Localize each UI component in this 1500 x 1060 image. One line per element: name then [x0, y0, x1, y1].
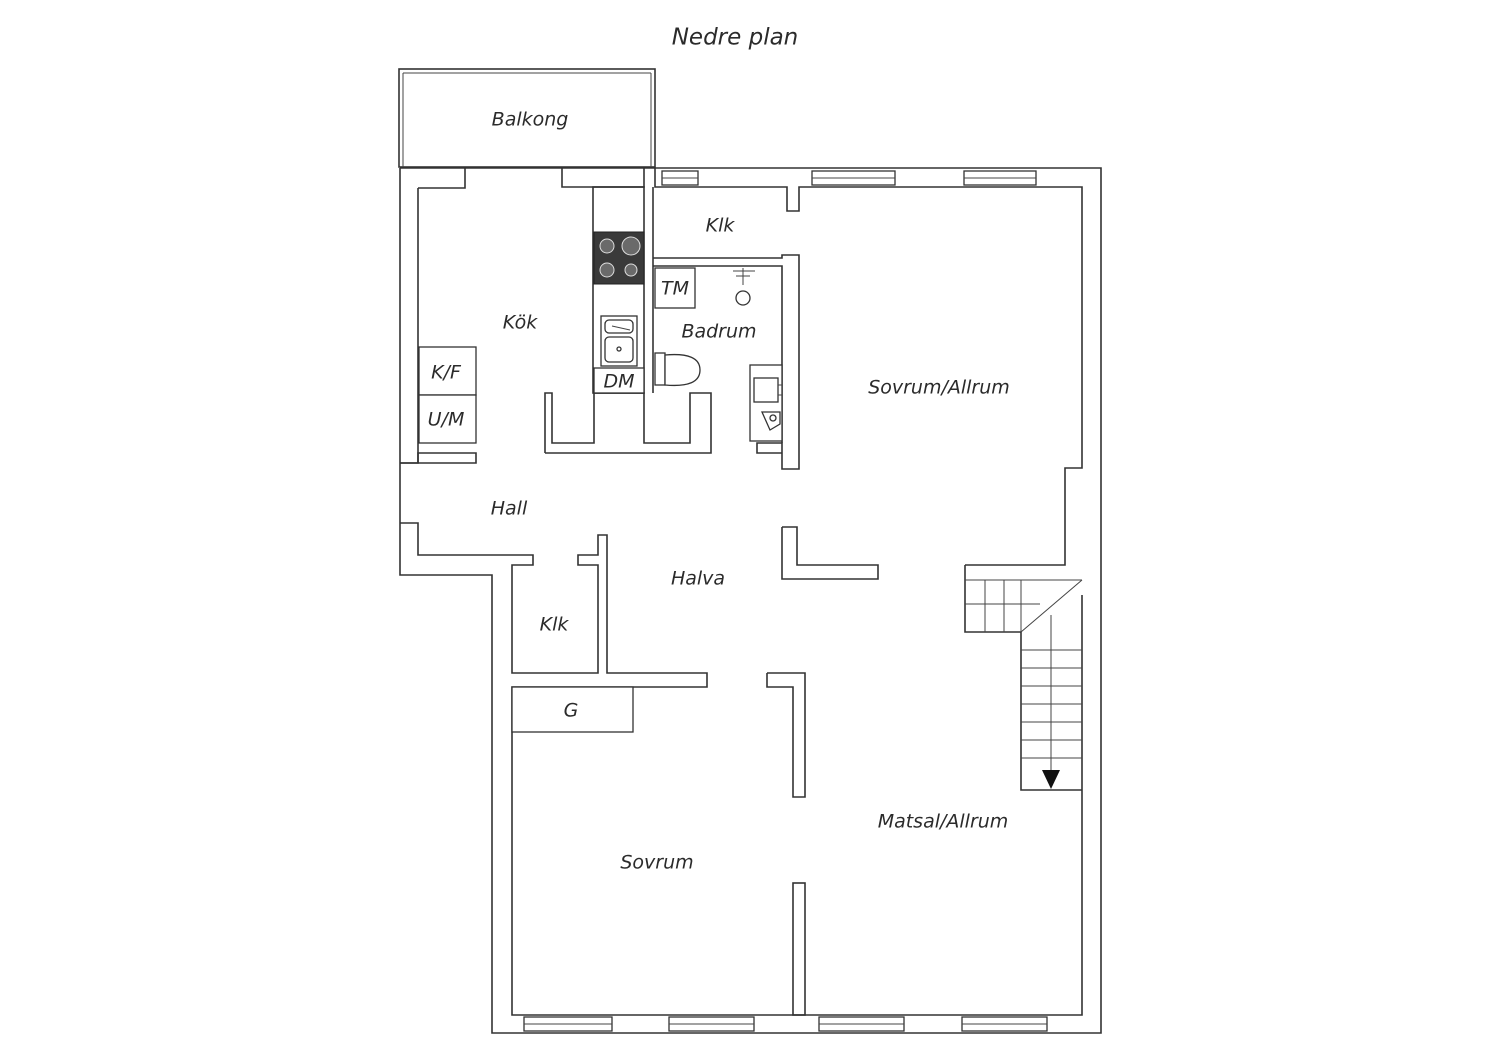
staircase-icon — [964, 565, 1083, 791]
label-halva: Halva — [671, 568, 725, 590]
plan-title: Nedre plan — [672, 25, 799, 51]
toilet-icon — [654, 352, 701, 387]
label-dm: DM — [603, 371, 634, 393]
label-badrum: Badrum — [681, 321, 756, 343]
label-balkong: Balkong — [492, 109, 569, 131]
windows-bottom — [523, 1016, 1048, 1032]
shower-icon — [733, 268, 755, 306]
washing-machine — [654, 267, 696, 309]
fridge-freezer — [418, 346, 477, 396]
label-tm: TM — [661, 278, 689, 300]
label-matsal-allrum: Matsal/Allrum — [878, 811, 1009, 833]
label-klk-mid: Klk — [540, 614, 570, 636]
windows-top — [661, 170, 1037, 186]
dishwasher — [593, 367, 645, 394]
oven-microwave — [418, 394, 477, 444]
label-sovrum-allrum: Sovrum/Allrum — [868, 377, 1010, 399]
balcony — [398, 68, 656, 168]
washbasin-icon — [749, 364, 783, 442]
kitchen-appliances — [418, 346, 645, 444]
interior-walls — [400, 186, 879, 1016]
label-kok: Kök — [503, 312, 538, 334]
label-kf: K/F — [431, 362, 462, 384]
label-g: G — [564, 700, 579, 722]
sink-icon — [600, 315, 638, 367]
wardrobe — [511, 686, 634, 733]
stove-icon — [593, 231, 645, 285]
stairs-down-arrow-icon — [1042, 770, 1060, 789]
label-sovrum: Sovrum — [620, 852, 693, 874]
label-klk-top: Klk — [706, 215, 736, 237]
label-hall: Hall — [491, 498, 528, 520]
label-um: U/M — [428, 409, 465, 431]
